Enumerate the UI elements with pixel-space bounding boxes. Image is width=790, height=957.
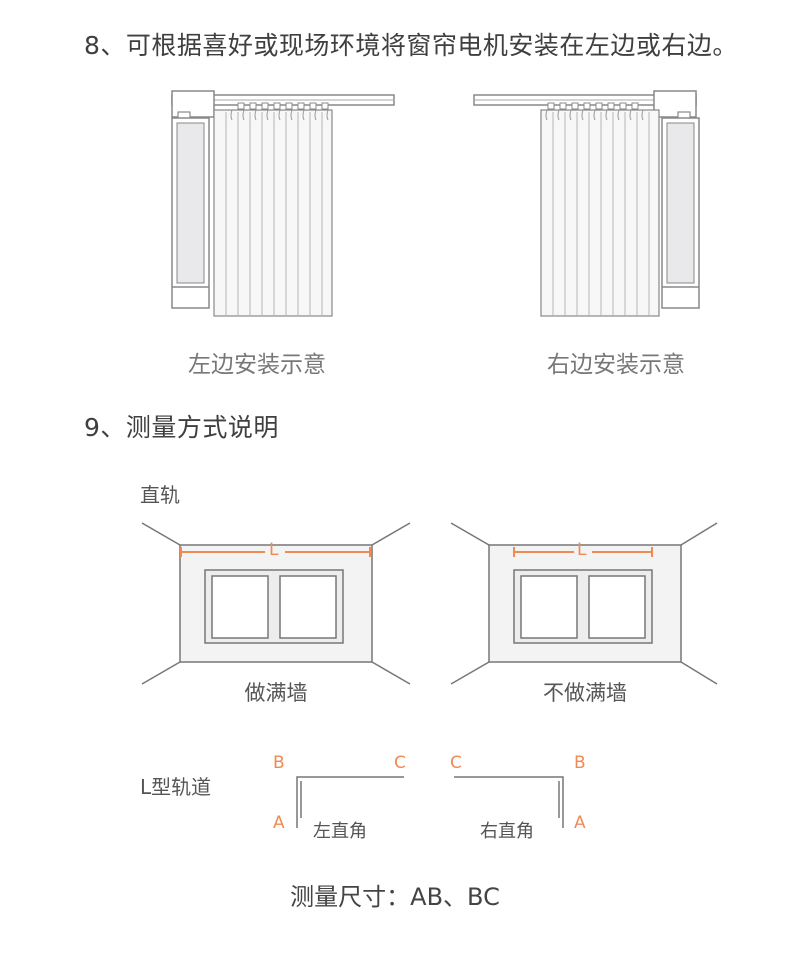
l-rail-label: L型轨道 bbox=[140, 775, 212, 799]
l-rail-right-corner bbox=[454, 776, 564, 828]
full-wall-l-measure bbox=[180, 547, 371, 557]
measure-footer: 测量尺寸：AB、BC bbox=[290, 883, 500, 911]
section-8-heading: 8、可根据喜好或现场环境将窗帘电机安装在左边或右边。 bbox=[84, 31, 738, 60]
right-corner-b: B bbox=[574, 753, 586, 773]
left-corner-a: A bbox=[273, 813, 285, 833]
left-corner-b: B bbox=[273, 753, 285, 773]
full-wall-caption: 做满墙 bbox=[244, 681, 308, 705]
straight-rail-label: 直轨 bbox=[140, 483, 180, 507]
not-full-wall-caption: 不做满墙 bbox=[543, 681, 627, 705]
left-corner-caption: 左直角 bbox=[313, 821, 367, 842]
right-corner-caption: 右直角 bbox=[480, 821, 534, 842]
l-rail-left-corner bbox=[296, 776, 404, 828]
full-wall-l-letter: L bbox=[269, 540, 279, 560]
room-full-wall bbox=[141, 522, 411, 685]
right-corner-a: A bbox=[574, 813, 586, 833]
left-install-diagram bbox=[171, 90, 395, 317]
not-full-wall-l-measure bbox=[513, 547, 653, 557]
right-install-diagram bbox=[473, 90, 700, 317]
right-corner-c: C bbox=[450, 753, 462, 773]
left-corner-c: C bbox=[394, 753, 406, 773]
room-not-full-wall bbox=[450, 522, 718, 685]
left-install-caption: 左边安装示意 bbox=[188, 352, 326, 378]
not-full-wall-l-letter: L bbox=[577, 540, 587, 560]
section-9-heading: 9、测量方式说明 bbox=[84, 413, 279, 442]
right-install-caption: 右边安装示意 bbox=[547, 352, 685, 378]
